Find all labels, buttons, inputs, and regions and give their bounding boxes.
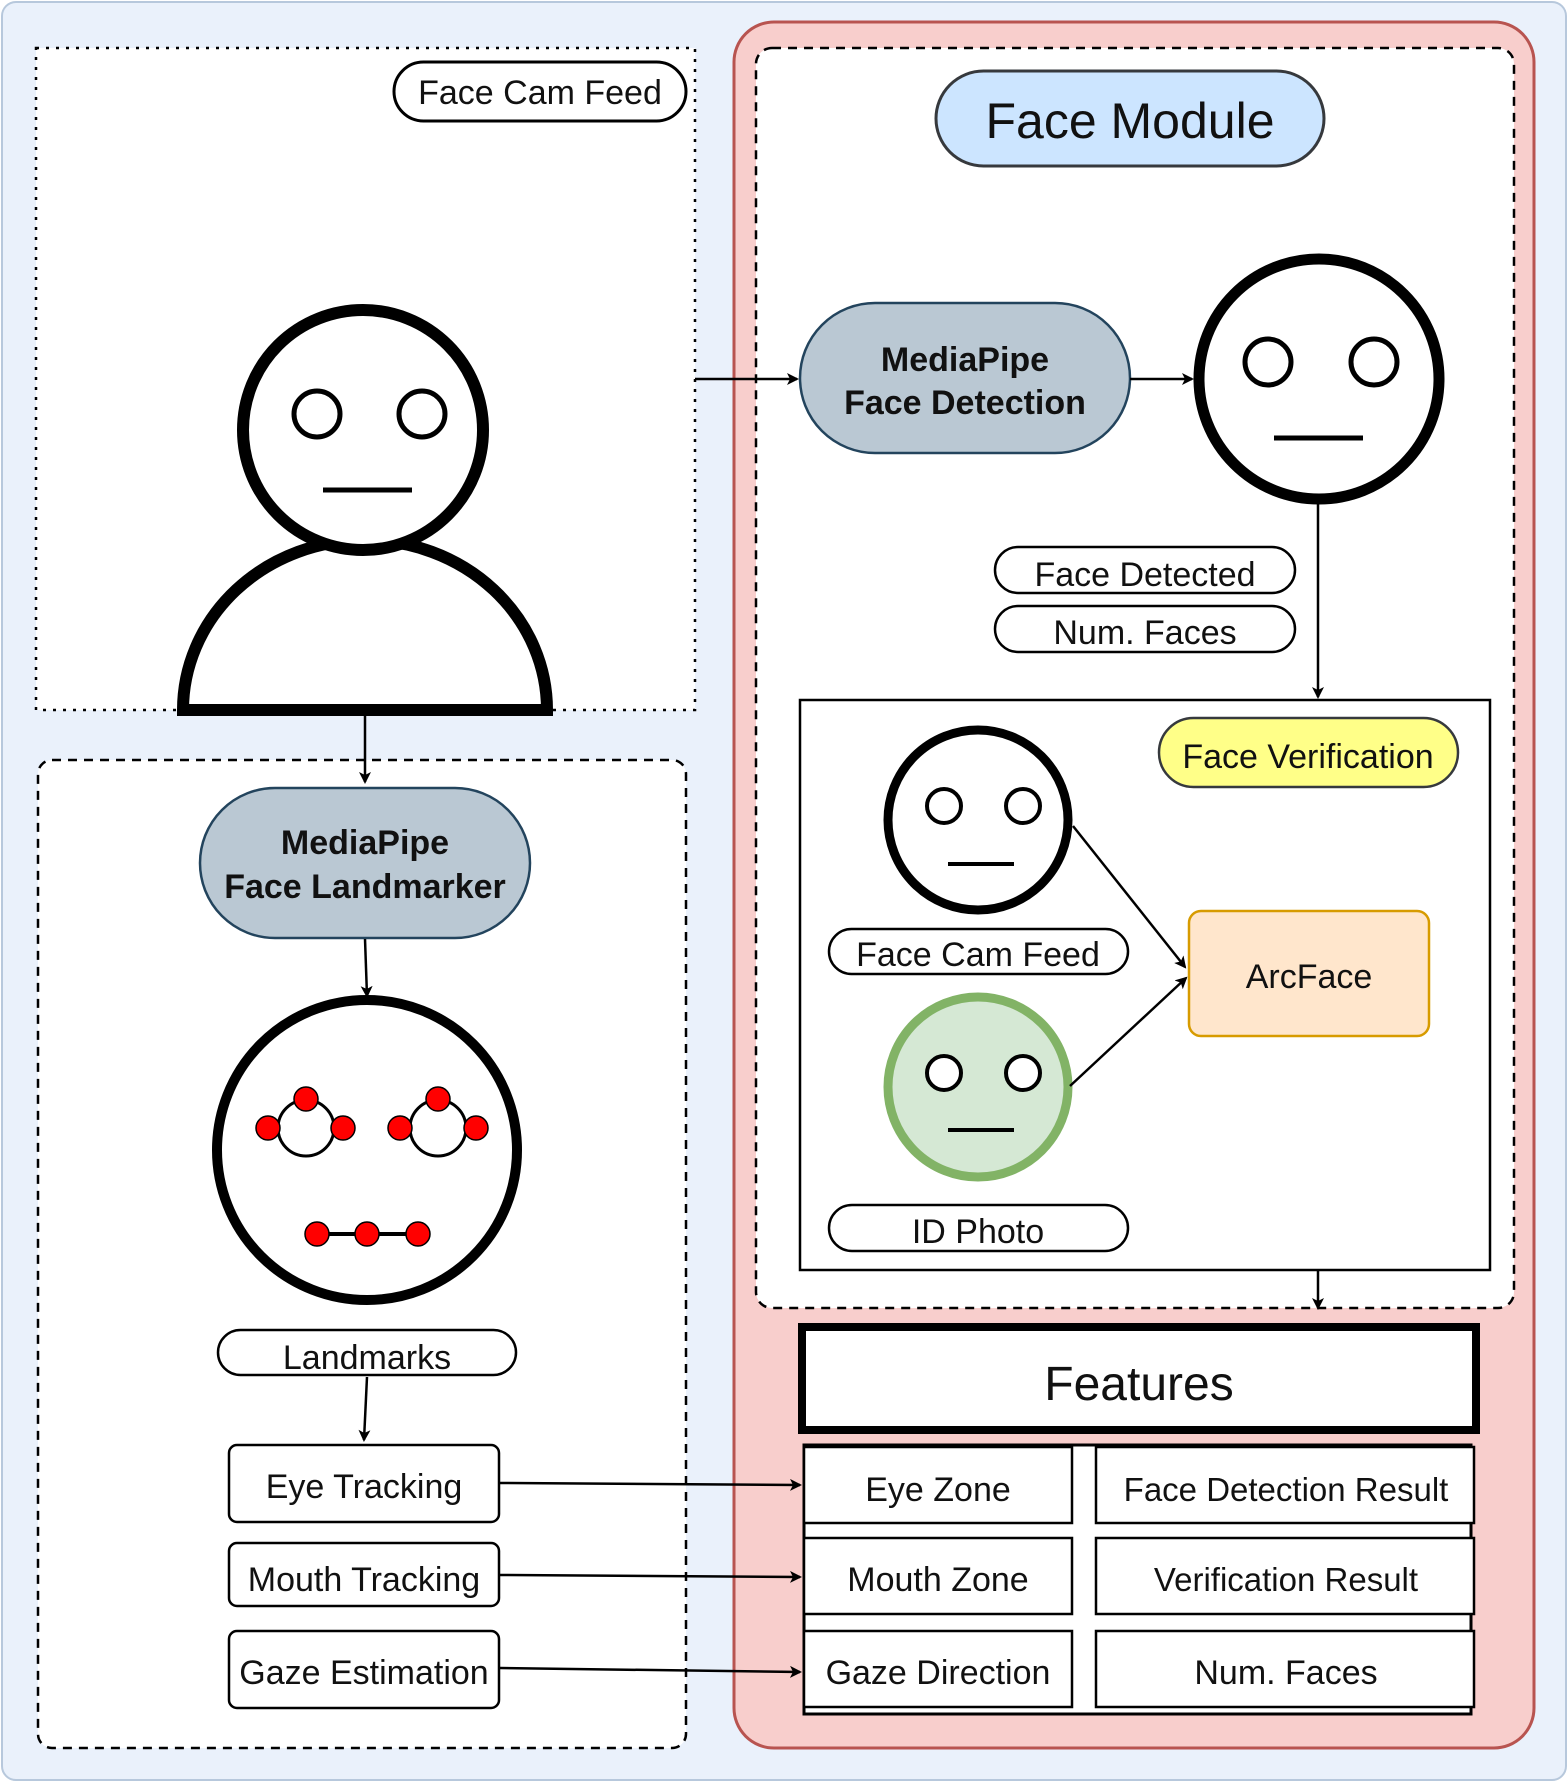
svg-text:Gaze Estimation: Gaze Estimation bbox=[239, 1654, 488, 1692]
mediapipe-face-detection-node: MediaPipe Face Detection bbox=[798, 301, 1132, 455]
landmarks-label: Landmarks bbox=[216, 1328, 518, 1377]
arrow-id-face-to-arcface bbox=[1069, 976, 1188, 1087]
id-photo-face-icon bbox=[883, 992, 1073, 1182]
num-faces-label: Num. Faces bbox=[993, 604, 1297, 654]
arcface-node: ArcFace bbox=[1187, 909, 1431, 1038]
arrow-landmarker-to-face bbox=[360, 938, 373, 998]
mouth-tracking-box: Mouth Tracking bbox=[227, 1541, 501, 1608]
feature-eye-zone: Eye Zone bbox=[865, 1471, 1011, 1509]
features-title: Features bbox=[1044, 1358, 1233, 1411]
arrow-mouth-tracking-to-mouth-zone bbox=[499, 1570, 802, 1583]
cam-feed-face-icon bbox=[883, 725, 1073, 915]
feature-gaze-direction: Gaze Direction bbox=[826, 1654, 1051, 1692]
svg-text:Face Verification: Face Verification bbox=[1182, 738, 1433, 776]
arrow-landmarks-to-tracking bbox=[358, 1376, 371, 1442]
svg-text:Face Detected: Face Detected bbox=[1034, 556, 1255, 594]
svg-text:ArcFace: ArcFace bbox=[1246, 958, 1373, 996]
person-icon bbox=[176, 304, 554, 716]
cam-feed-label: Face Cam Feed bbox=[827, 927, 1130, 976]
face-detected-label: Face Detected bbox=[993, 545, 1297, 595]
features-table: Features Eye Zone Face Detection Result … bbox=[798, 1323, 1480, 1716]
feature-face-detection-result: Face Detection Result bbox=[1124, 1471, 1449, 1508]
svg-text:Face Detection: Face Detection bbox=[844, 384, 1086, 422]
svg-text:Face Module: Face Module bbox=[985, 93, 1274, 149]
face-cam-feed-label: Face Cam Feed bbox=[392, 60, 688, 123]
face-landmarks-icon bbox=[212, 995, 522, 1305]
feature-mouth-zone: Mouth Zone bbox=[847, 1561, 1028, 1599]
svg-text:Num. Faces: Num. Faces bbox=[1053, 614, 1236, 652]
detected-face-icon bbox=[1193, 253, 1445, 505]
mediapipe-face-landmarker-node: MediaPipe Face Landmarker bbox=[198, 786, 532, 940]
arrow-eye-tracking-to-eye-zone bbox=[499, 1478, 802, 1491]
feature-num-faces: Num. Faces bbox=[1194, 1654, 1377, 1692]
svg-text:Face Cam Feed: Face Cam Feed bbox=[856, 936, 1100, 974]
arrow-gaze-estimation-to-gaze-direction bbox=[499, 1665, 802, 1678]
svg-text:Mouth Tracking: Mouth Tracking bbox=[248, 1561, 480, 1599]
svg-text:Face Landmarker: Face Landmarker bbox=[224, 868, 506, 906]
feature-verification-result: Verification Result bbox=[1154, 1561, 1418, 1598]
svg-text:Landmarks: Landmarks bbox=[283, 1339, 451, 1377]
svg-text:MediaPipe: MediaPipe bbox=[281, 824, 449, 862]
landmark-points bbox=[255, 1086, 489, 1247]
arrow-cam-face-to-arcface bbox=[1072, 825, 1187, 969]
gaze-estimation-box: Gaze Estimation bbox=[227, 1629, 501, 1710]
eye-tracking-box: Eye Tracking bbox=[227, 1443, 501, 1524]
id-photo-label: ID Photo bbox=[827, 1203, 1130, 1253]
face-module-title: Face Module bbox=[934, 69, 1326, 168]
face-verification-title: Face Verification bbox=[1157, 716, 1460, 789]
svg-text:Eye Tracking: Eye Tracking bbox=[266, 1468, 463, 1506]
svg-text:MediaPipe: MediaPipe bbox=[881, 341, 1049, 379]
svg-text:Face Cam Feed: Face Cam Feed bbox=[418, 74, 662, 112]
svg-text:ID Photo: ID Photo bbox=[912, 1213, 1044, 1251]
